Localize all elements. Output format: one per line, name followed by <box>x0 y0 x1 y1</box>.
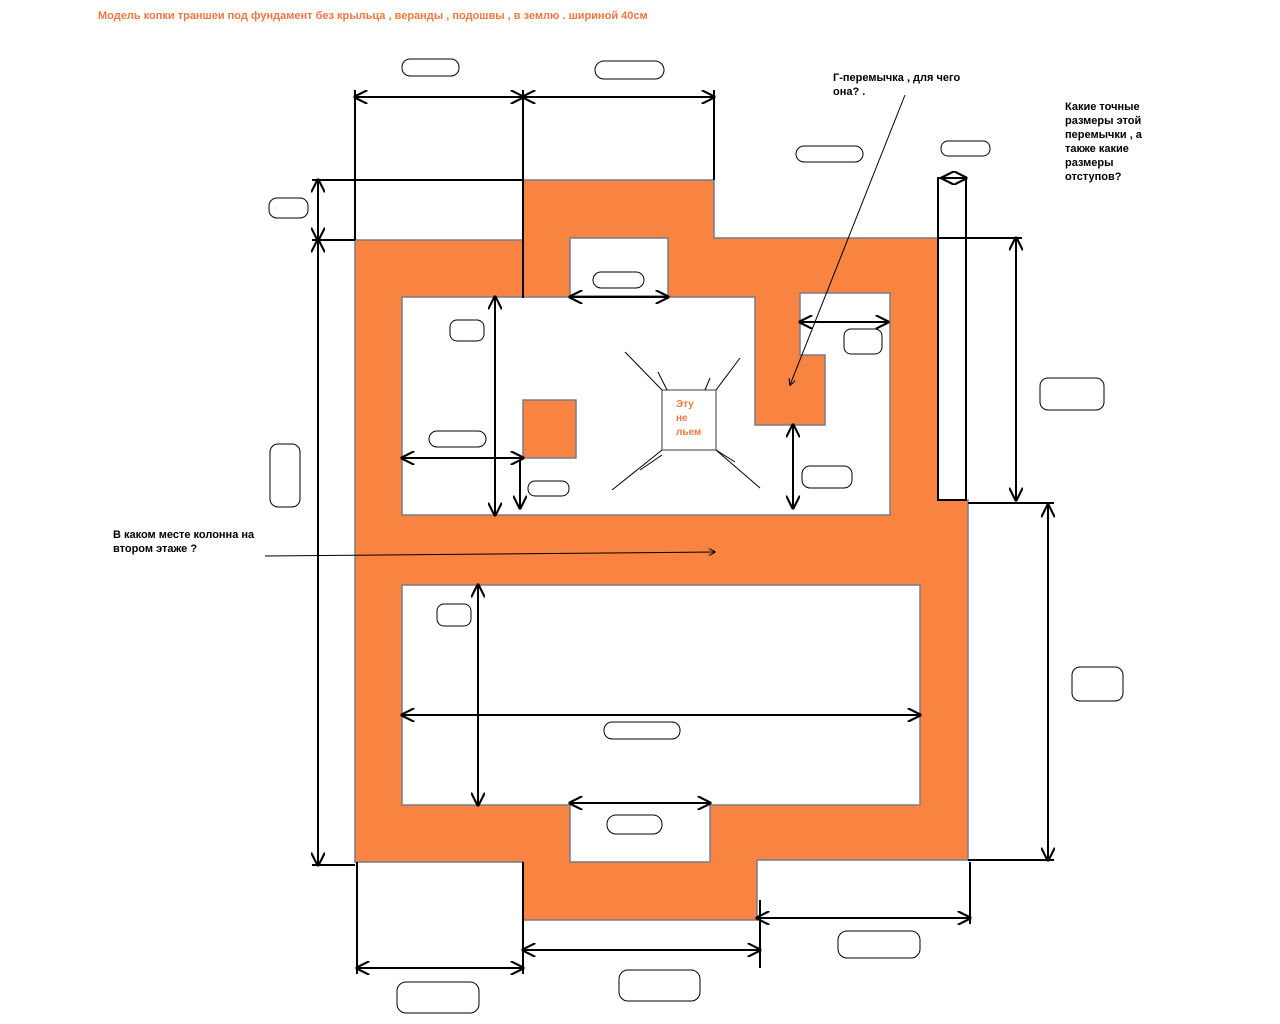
dimension-label-box <box>1071 666 1124 702</box>
dimension-label-box <box>269 443 301 508</box>
dimension-label-box <box>1039 377 1105 411</box>
dimension-label-box <box>268 197 309 219</box>
dimension-label-box <box>618 969 701 1002</box>
dimension-label-box <box>603 721 681 740</box>
dimension-label-box <box>801 465 853 489</box>
sizes-question-note: Какие точные размеры этой перемычки , а … <box>1065 101 1142 183</box>
dimension-label-box <box>428 430 487 448</box>
lower-room <box>401 584 921 806</box>
dimension-label-box <box>795 145 864 163</box>
dimension-label-box <box>401 58 460 77</box>
column-question-note: В каком месте колонна на втором этаже ? <box>113 529 255 555</box>
dimension-label-box <box>396 981 480 1014</box>
g-lintel-note: Г-перемычка , для чего она? . <box>833 72 961 98</box>
dimension-label-box <box>940 140 991 157</box>
page-title: Модель копки траншеи под фундамент без к… <box>98 10 648 22</box>
dimension-label-boxes <box>268 58 1124 1014</box>
pointer-lines <box>264 94 906 557</box>
dimension-label-box <box>843 328 883 355</box>
dimension-label-box <box>449 319 485 342</box>
dimension-label-box <box>527 480 570 497</box>
dimension-label-box <box>837 930 921 959</box>
dimension-label-box <box>606 814 663 835</box>
right-offset-strip <box>937 177 967 501</box>
dimension-label-box <box>594 60 665 80</box>
dimension-label-box <box>592 271 645 289</box>
pillar-square <box>522 399 577 459</box>
not-poured-label: Эту не льем <box>676 399 702 438</box>
dimension-label-box <box>436 603 472 627</box>
not-poured-square <box>661 389 717 451</box>
dimension-lines <box>312 90 1054 974</box>
